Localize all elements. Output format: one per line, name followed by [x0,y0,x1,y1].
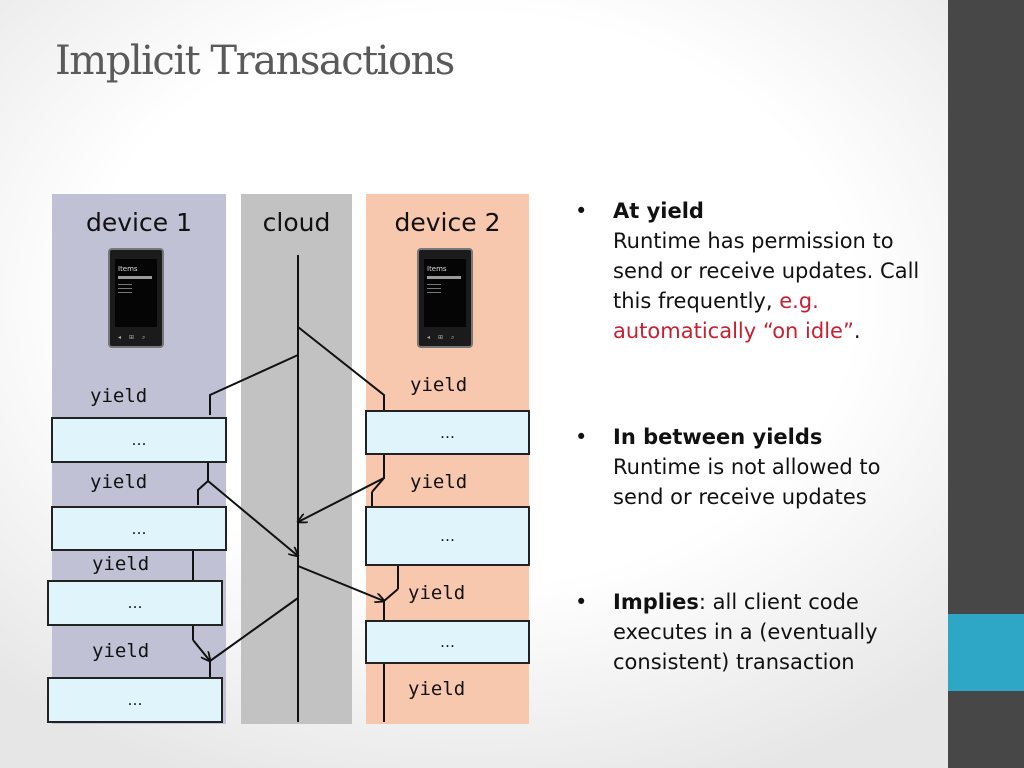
device2-phone-icon: Items ◂⊞⌕ [417,248,473,348]
bullet-dot-icon: • [575,199,588,223]
device1-yield-label: yield [90,471,148,493]
device1-transaction-box: … [51,506,227,551]
side-accent [948,614,1024,691]
device1-to-cloud-arrow [207,480,298,556]
bullet-highlight: e.g. automatically “on idle” [613,289,854,343]
device1-yield-label: yield [92,640,150,662]
device2-transaction-box: … [365,620,530,664]
bullet-at-yield: • At yield Runtime has permission to sen… [575,196,935,346]
bullet-heading: At yield [613,199,704,223]
device1-phone-icon: Items ◂⊞⌕ [108,248,164,348]
sync-flow-lines [192,255,399,722]
bullet-implies: • Implies: all client code executes in a… [575,587,935,677]
slide-title: Implicit Transactions [55,38,455,84]
bullet-heading: In between yields [613,425,823,449]
device2-label: device 2 [394,208,501,237]
bullet-dot-icon: • [575,590,588,614]
bullet-in-between: • In between yields Runtime is not allow… [575,422,935,512]
cloud-to-device1-arrow [209,597,299,662]
device1-yield-label: yield [92,553,150,575]
bullet-text: : all client code executes in a (eventua… [613,590,878,674]
device2-yield-label: yield [408,582,466,604]
device2-transaction-box: … [365,410,530,455]
bullet-text: Runtime has permission to send or receiv… [613,229,920,313]
device2-yield-label: yield [410,471,468,493]
device1-label: device 1 [86,208,192,237]
device1-to-cloud-arrow [209,354,299,415]
device2-yield-label: yield [410,374,468,396]
device1-yield-label: yield [90,385,148,407]
device1-transaction-box: … [51,417,227,463]
bullet-tail: . [853,319,861,343]
cloud-to-device2-arrow [297,565,384,601]
bullet-heading: Implies [613,590,699,614]
cloud-lane: cloud [241,194,352,724]
device2-transaction-box: … [365,506,530,566]
bullet-dot-icon: • [575,425,588,449]
bullet-text: Runtime is not allowed to send or receiv… [613,455,881,509]
device2-yield-label: yield [408,678,466,700]
cloud-label: cloud [262,208,331,237]
device1-transaction-box: … [47,580,223,626]
device1-transaction-box: … [47,677,223,723]
slide-background: Implicit Transactions device 1 cloud dev… [0,0,948,768]
cloud-to-device2-arrow [297,326,385,410]
